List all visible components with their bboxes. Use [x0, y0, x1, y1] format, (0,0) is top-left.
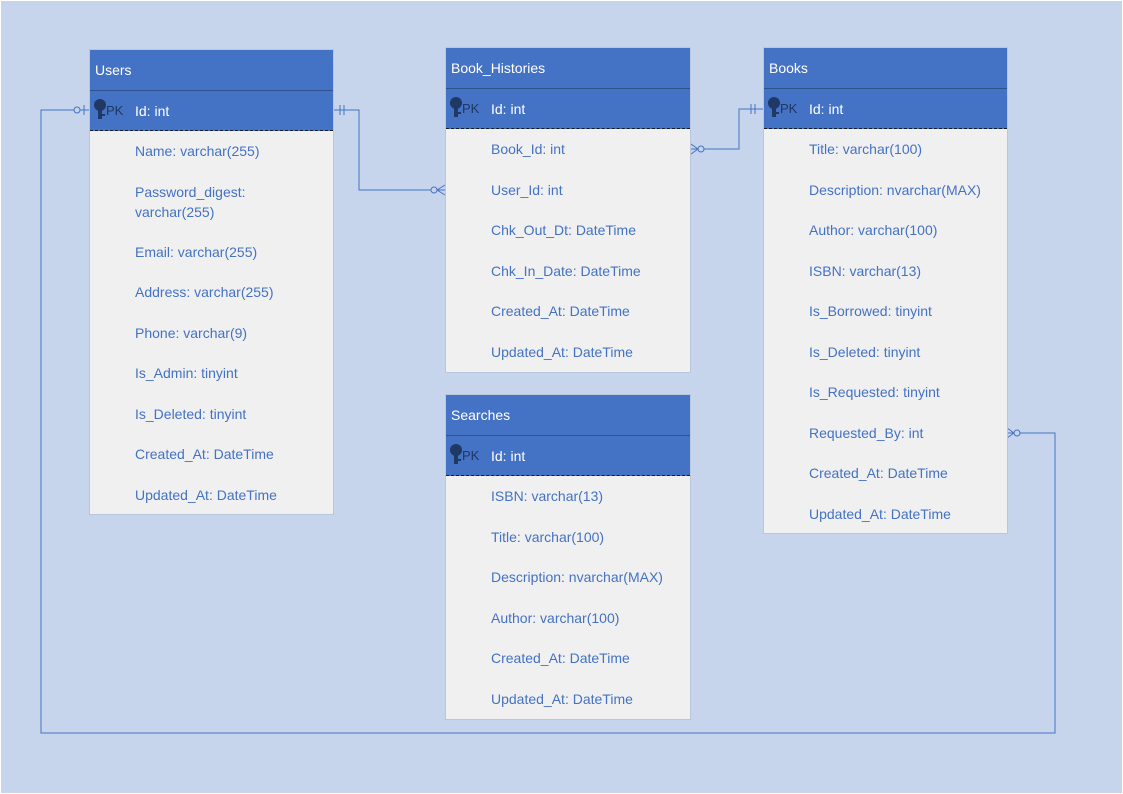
attribute-row: Created_At: DateTime	[491, 650, 630, 666]
book-histories-pk-attribute: Id: int	[491, 101, 526, 117]
users-pk-attribute: Id: int	[135, 103, 170, 119]
attribute-row: Is_Borrowed: tinyint	[809, 303, 932, 319]
attribute-row: Phone: varchar(9)	[135, 324, 248, 341]
book-histories-entity-title: Book_Histories	[446, 48, 690, 89]
books-entity-title: Books	[764, 48, 1007, 89]
book-histories-entity[interactable]: Book_Histories PK Id: int Book_Id: int U…	[445, 47, 691, 373]
attribute-row: Address: varchar(255)	[135, 284, 274, 300]
attribute-row: ISBN: varchar(13)	[491, 488, 604, 504]
books-attribute-list: Title: varchar(100) Description: nvarcha…	[764, 129, 1007, 534]
searches-pk-attribute: Id: int	[491, 448, 526, 464]
searches-entity-title: Searches	[446, 395, 690, 436]
users-entity[interactable]: Users PK Id: int Name: varchar(255) Pass…	[89, 49, 334, 515]
attribute-row: Title: varchar(100)	[809, 141, 923, 157]
attribute-row: Email: varchar(255)	[135, 243, 258, 260]
attribute-row: Description: nvarchar(MAX)	[491, 569, 663, 585]
attribute-row: Created_At: DateTime	[135, 446, 274, 462]
attribute-row: Is_Deleted: tinyint	[135, 405, 247, 422]
attribute-row: Is_Deleted: tinyint	[809, 343, 921, 360]
attribute-row: Updated_At: DateTime	[491, 690, 633, 707]
pk-label: PK	[106, 103, 124, 118]
searches-pk-row: PK Id: int	[446, 436, 690, 476]
pk-label: PK	[462, 101, 480, 116]
key-icon	[768, 97, 780, 117]
attribute-row: Created_At: DateTime	[809, 465, 948, 481]
attribute-row: Chk_Out_Dt: DateTime	[491, 222, 636, 238]
users-attribute-list: Name: varchar(255) Password_digest: varc…	[90, 131, 333, 515]
attribute-row: Is_Requested: tinyint	[809, 384, 940, 400]
searches-entity[interactable]: Searches PK Id: int ISBN: varchar(13) Ti…	[445, 394, 691, 720]
users-entity-title: Users	[90, 50, 333, 91]
attribute-row: Is_Admin: tinyint	[135, 365, 238, 381]
books-pk-row: PK Id: int	[764, 89, 1007, 129]
books-entity[interactable]: Books PK Id: int Title: varchar(100) Des…	[763, 47, 1008, 534]
attribute-row: Title: varchar(100)	[491, 528, 605, 545]
attribute-row: Chk_In_Date: DateTime	[491, 262, 641, 279]
pk-label: PK	[780, 101, 798, 116]
attribute-row: Updated_At: DateTime	[809, 505, 951, 522]
attribute-row: Updated_At: DateTime	[491, 343, 633, 360]
key-icon	[450, 444, 462, 464]
book-histories-pk-row: PK Id: int	[446, 89, 690, 129]
attribute-row: Name: varchar(255)	[135, 143, 260, 159]
attribute-row: Requested_By: int	[809, 424, 924, 441]
pk-label: PK	[462, 448, 480, 463]
users-pk-row: PK Id: int	[90, 91, 333, 131]
books-pk-attribute: Id: int	[809, 101, 844, 117]
key-icon	[94, 99, 106, 119]
attribute-row: Author: varchar(100)	[491, 609, 620, 626]
attribute-row: Description: nvarchar(MAX)	[809, 181, 981, 198]
attribute-row: Password_digest: varchar(255)	[135, 183, 246, 220]
attribute-row: Author: varchar(100)	[809, 222, 938, 238]
attribute-row: Updated_At: DateTime	[135, 486, 277, 503]
attribute-row: User_Id: int	[491, 181, 563, 198]
attribute-row: ISBN: varchar(13)	[809, 262, 922, 279]
attribute-row: Created_At: DateTime	[491, 303, 630, 319]
key-icon	[450, 97, 462, 117]
attribute-row: Book_Id: int	[491, 141, 565, 157]
book-histories-attribute-list: Book_Id: int User_Id: int Chk_Out_Dt: Da…	[446, 129, 690, 372]
searches-attribute-list: ISBN: varchar(13) Title: varchar(100) De…	[446, 476, 690, 719]
